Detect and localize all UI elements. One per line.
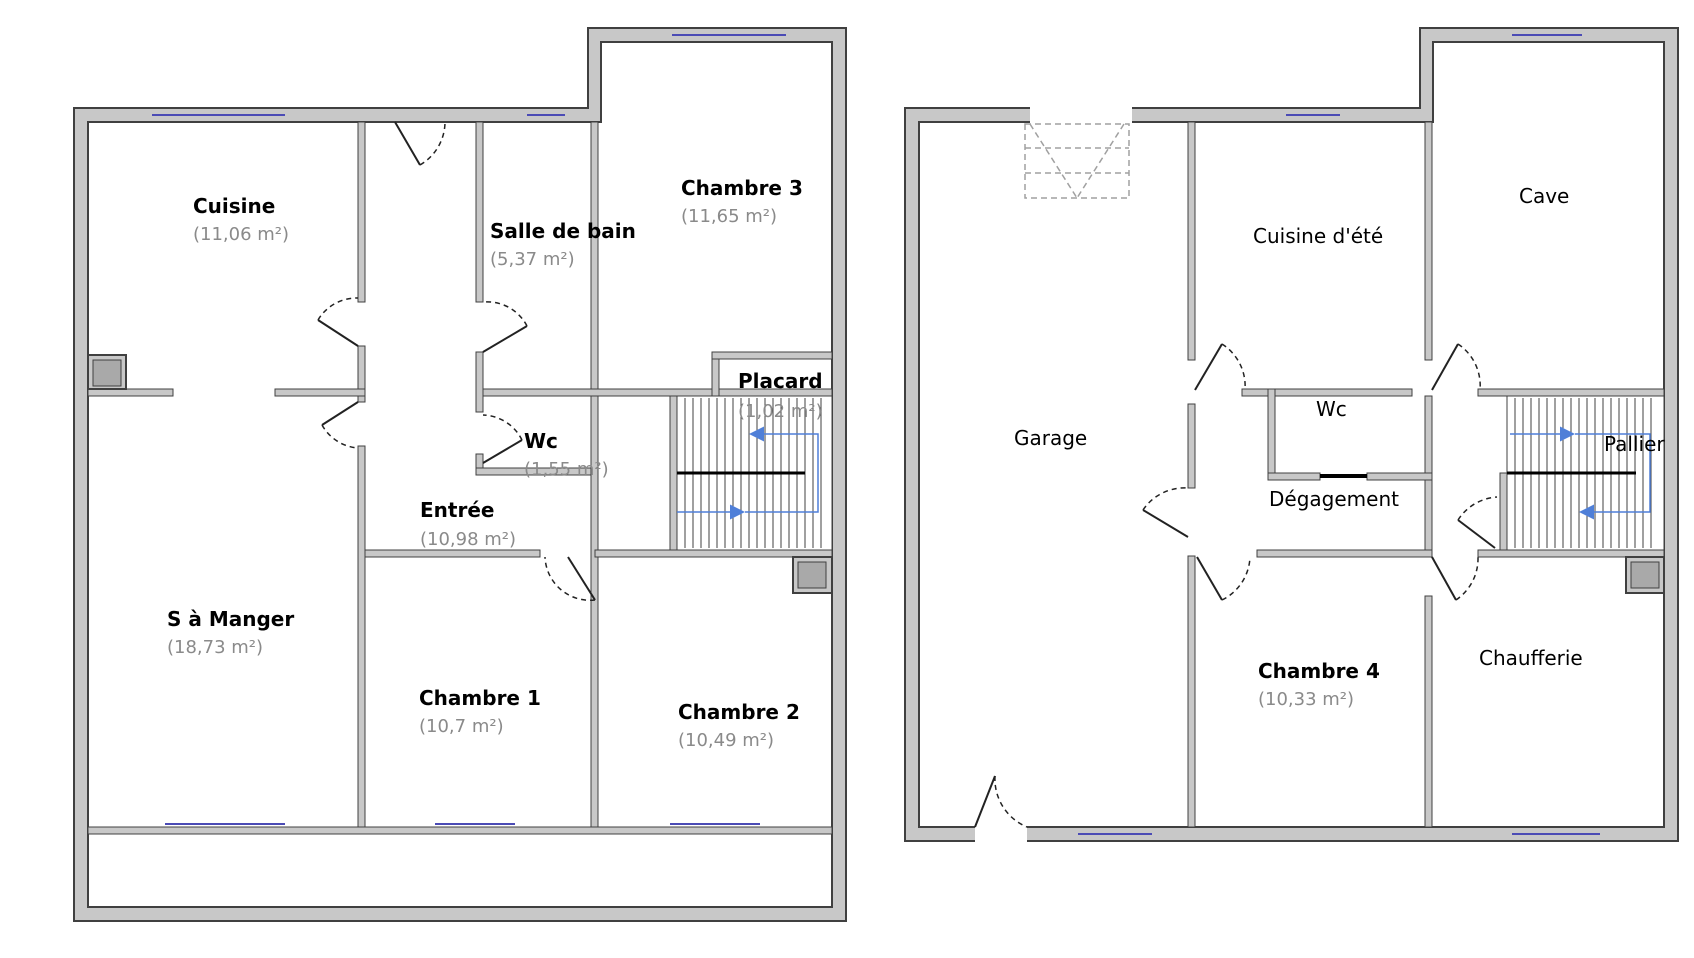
interior-walls xyxy=(87,121,833,828)
staircase xyxy=(676,395,833,551)
garage-door-marking xyxy=(1024,123,1130,199)
room-name-chambre3: Chambre 3 xyxy=(681,176,803,200)
room-name-wc: Wc xyxy=(524,429,558,453)
room-name-chambre2: Chambre 2 xyxy=(678,700,800,724)
room-name-placard: Placard xyxy=(738,369,823,393)
room-area-wc: (1,55 m²) xyxy=(524,459,609,480)
stair-direction-arrow xyxy=(1575,433,1651,520)
room-area-chambre2: (10,49 m²) xyxy=(678,730,774,751)
room-name-degagement: Dégagement xyxy=(1269,487,1399,511)
room-name-salle-a-manger: S à Manger xyxy=(167,607,294,631)
room-name-palier: Pallier xyxy=(1604,432,1665,456)
room-area-chambre3: (11,65 m²) xyxy=(681,206,777,227)
room-area-cuisine: (11,06 m²) xyxy=(193,224,289,245)
room-area-chambre4: (10,33 m²) xyxy=(1258,689,1354,710)
room-name-wc: Wc xyxy=(1316,397,1347,421)
room-area-entree: (10,98 m²) xyxy=(420,529,516,550)
windows xyxy=(152,34,786,825)
room-name-chambre1: Chambre 1 xyxy=(419,686,541,710)
ground-floor-plan: Cuisine (11,06 m²) Salle de bain (5,37 m… xyxy=(73,27,847,922)
room-name-entree: Entrée xyxy=(420,498,494,522)
terrace-wall xyxy=(87,826,833,835)
room-name-cuisine: Cuisine xyxy=(193,194,275,218)
room-area-chambre1: (10,7 m²) xyxy=(419,716,504,737)
doors xyxy=(974,343,1498,828)
stair-direction-arrow xyxy=(745,426,819,513)
outer-wall xyxy=(904,27,1679,842)
room-name-cuisine-ete: Cuisine d'été xyxy=(1253,224,1383,248)
outer-wall xyxy=(73,27,847,922)
room-name-salle-de-bain: Salle de bain xyxy=(490,219,636,243)
room-name-chaufferie: Chaufferie xyxy=(1479,646,1583,670)
room-area-salle-a-manger: (18,73 m²) xyxy=(167,637,263,658)
room-area-salle-de-bain: (5,37 m²) xyxy=(490,249,575,270)
staircase xyxy=(1506,395,1665,551)
windows xyxy=(1078,34,1600,835)
doors xyxy=(317,121,596,602)
room-area-placard: (1,02 m²) xyxy=(738,401,823,422)
room-name-garage: Garage xyxy=(1014,426,1087,450)
room-name-chambre4: Chambre 4 xyxy=(1258,659,1380,683)
basement-plan: Garage Cuisine d'été Cave Wc Pallier Dég… xyxy=(904,27,1679,842)
room-name-cave: Cave xyxy=(1519,184,1569,208)
